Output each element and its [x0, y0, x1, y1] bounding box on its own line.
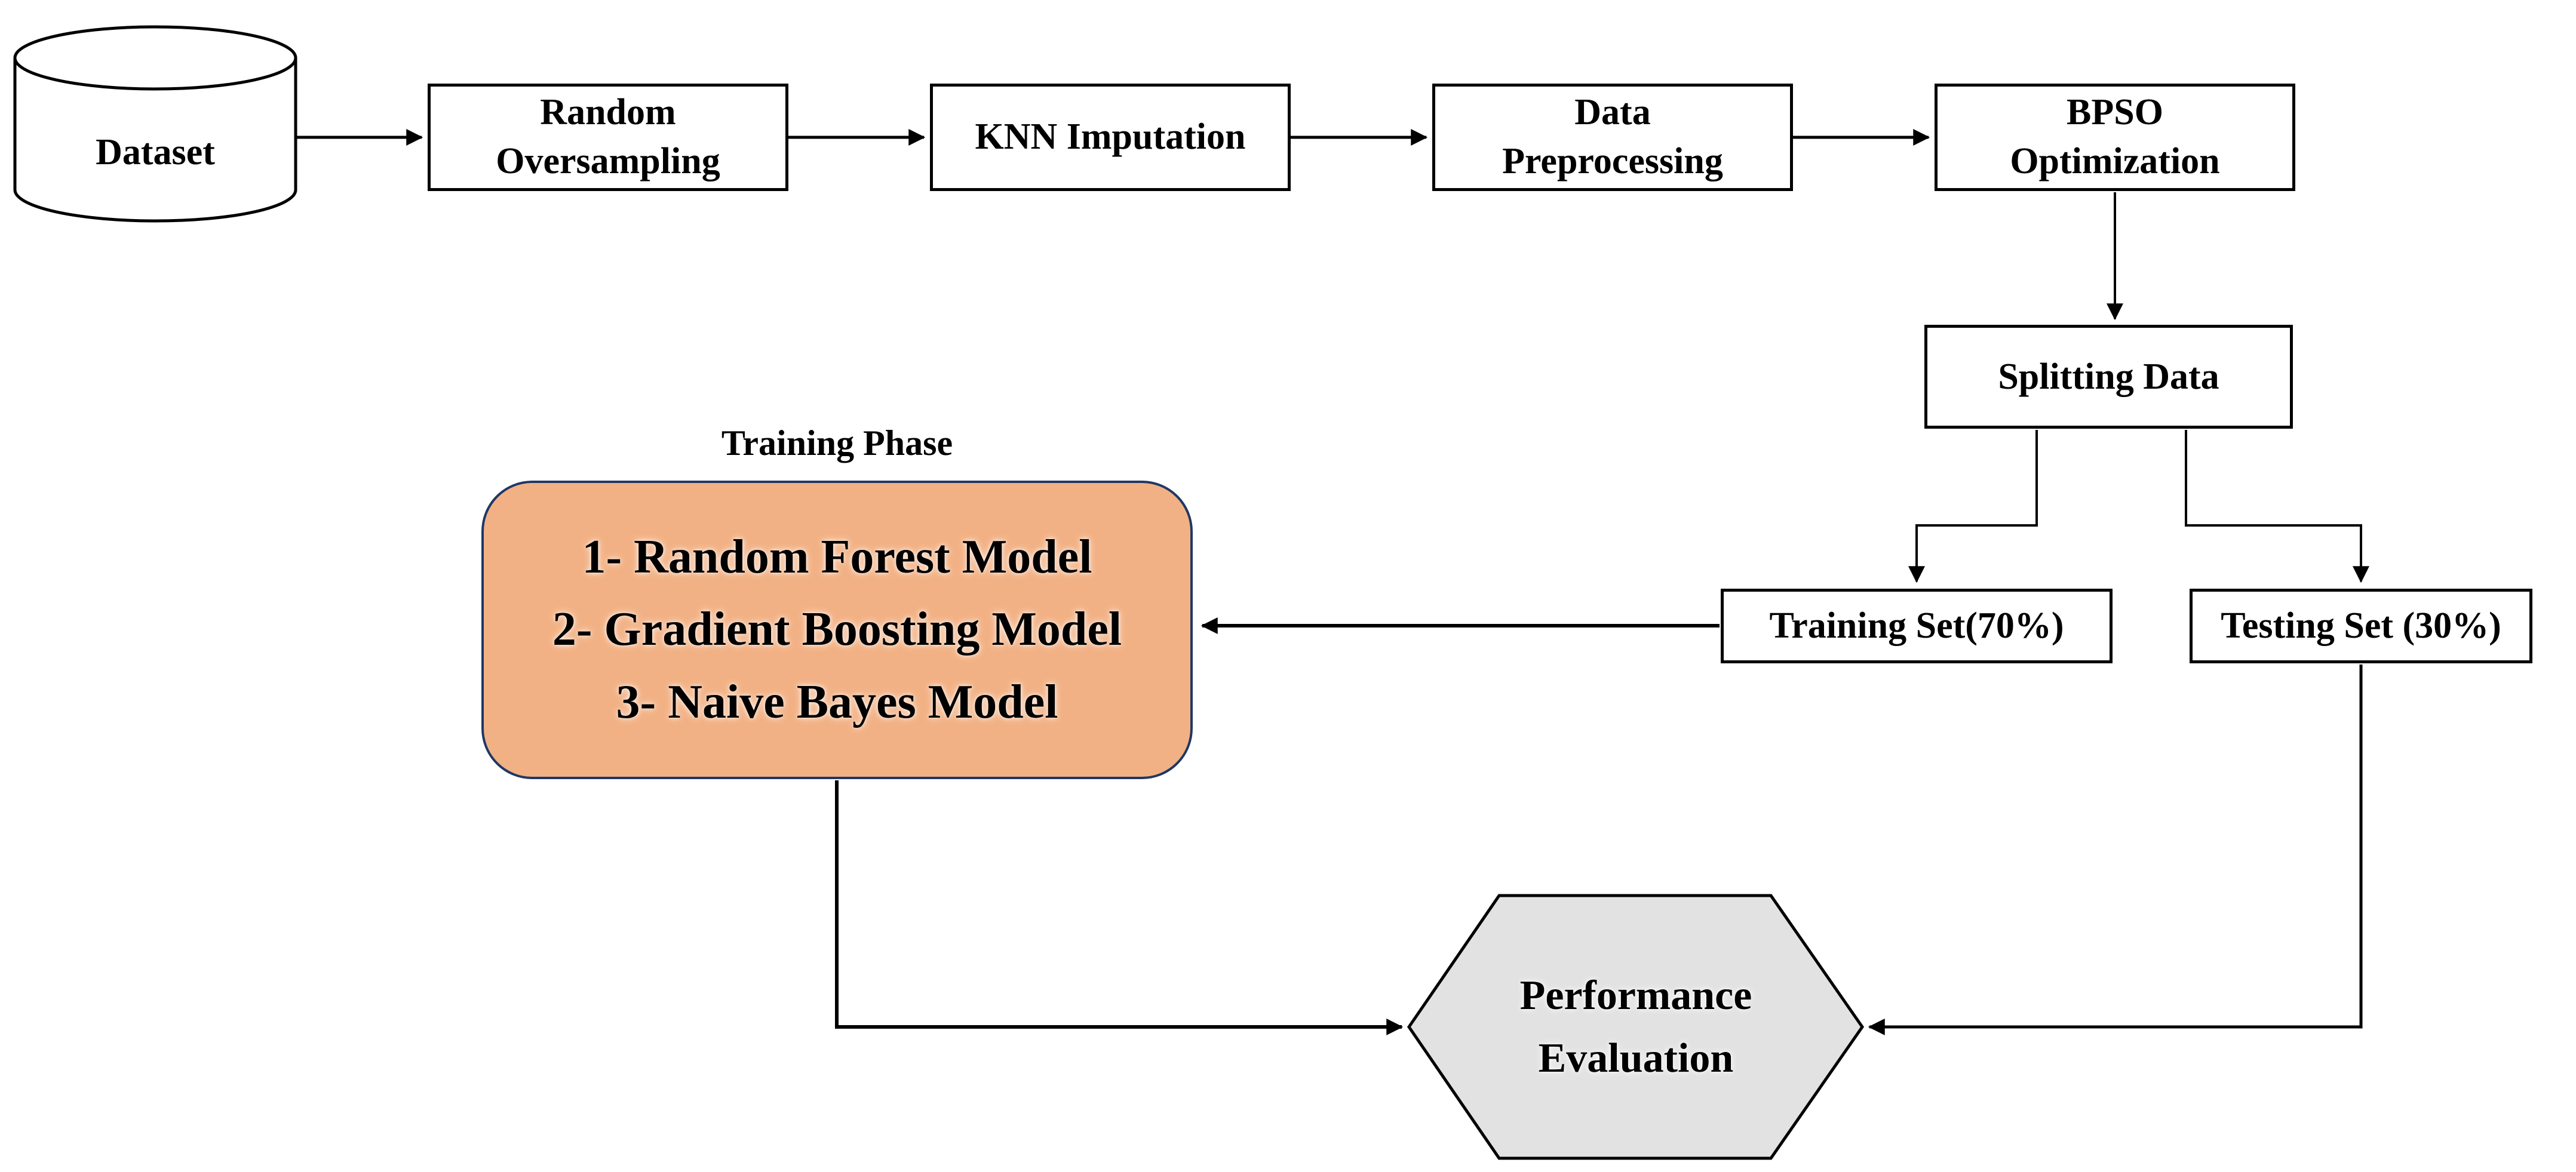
node-random-oversampling: Random Oversampling — [428, 84, 788, 191]
data-preprocessing-line1: Data — [1574, 92, 1651, 133]
data-preprocessing-line2: Preprocessing — [1502, 141, 1723, 182]
connector-testing-set-to-performance — [1868, 665, 2363, 1035]
random-oversampling-line2: Oversampling — [496, 141, 720, 182]
training-set-label: Training Set(70%) — [1769, 605, 2064, 646]
node-training-phase: 1- Random Forest Model 2- Gradient Boost… — [481, 481, 1193, 779]
training-phase-item-3: 3- Naive Bayes Model — [616, 675, 1058, 728]
dataset-cylinder-shape — [13, 25, 297, 223]
node-knn-imputation: KNN Imputation — [930, 84, 1291, 191]
bpso-optimization-line2: Optimization — [2010, 141, 2220, 182]
dataset-label: Dataset — [96, 131, 215, 173]
performance-line1: Performance — [1519, 973, 1752, 1019]
training-phase-item-2: 2- Gradient Boosting Model — [552, 603, 1122, 656]
node-training-set: Training Set(70%) — [1721, 589, 2113, 663]
splitting-data-label: Splitting Data — [1998, 356, 2219, 397]
node-data-preprocessing: Data Preprocessing — [1432, 84, 1793, 191]
connector-splitting-to-training-set — [1908, 430, 2038, 583]
node-splitting-data: Splitting Data — [1924, 325, 2293, 429]
bpso-optimization-line1: BPSO — [2067, 92, 2163, 133]
knn-imputation-label: KNN Imputation — [975, 116, 1246, 158]
training-phase-item-1: 1- Random Forest Model — [582, 530, 1092, 583]
random-oversampling-line1: Random — [540, 92, 676, 133]
performance-hexagon-shape — [1407, 894, 1865, 1160]
node-bpso-optimization: BPSO Optimization — [1935, 84, 2295, 191]
performance-line2: Evaluation — [1538, 1035, 1734, 1081]
connector-training-phase-to-performance — [835, 780, 1404, 1035]
testing-set-label: Testing Set (30%) — [2221, 605, 2501, 646]
node-dataset: Dataset — [15, 27, 296, 221]
performance-evaluation-label: Performance Evaluation — [1409, 896, 1863, 1158]
node-testing-set: Testing Set (30%) — [2190, 589, 2532, 663]
training-phase-title: Training Phase — [721, 423, 953, 463]
connector-splitting-to-testing-set — [2185, 430, 2369, 583]
